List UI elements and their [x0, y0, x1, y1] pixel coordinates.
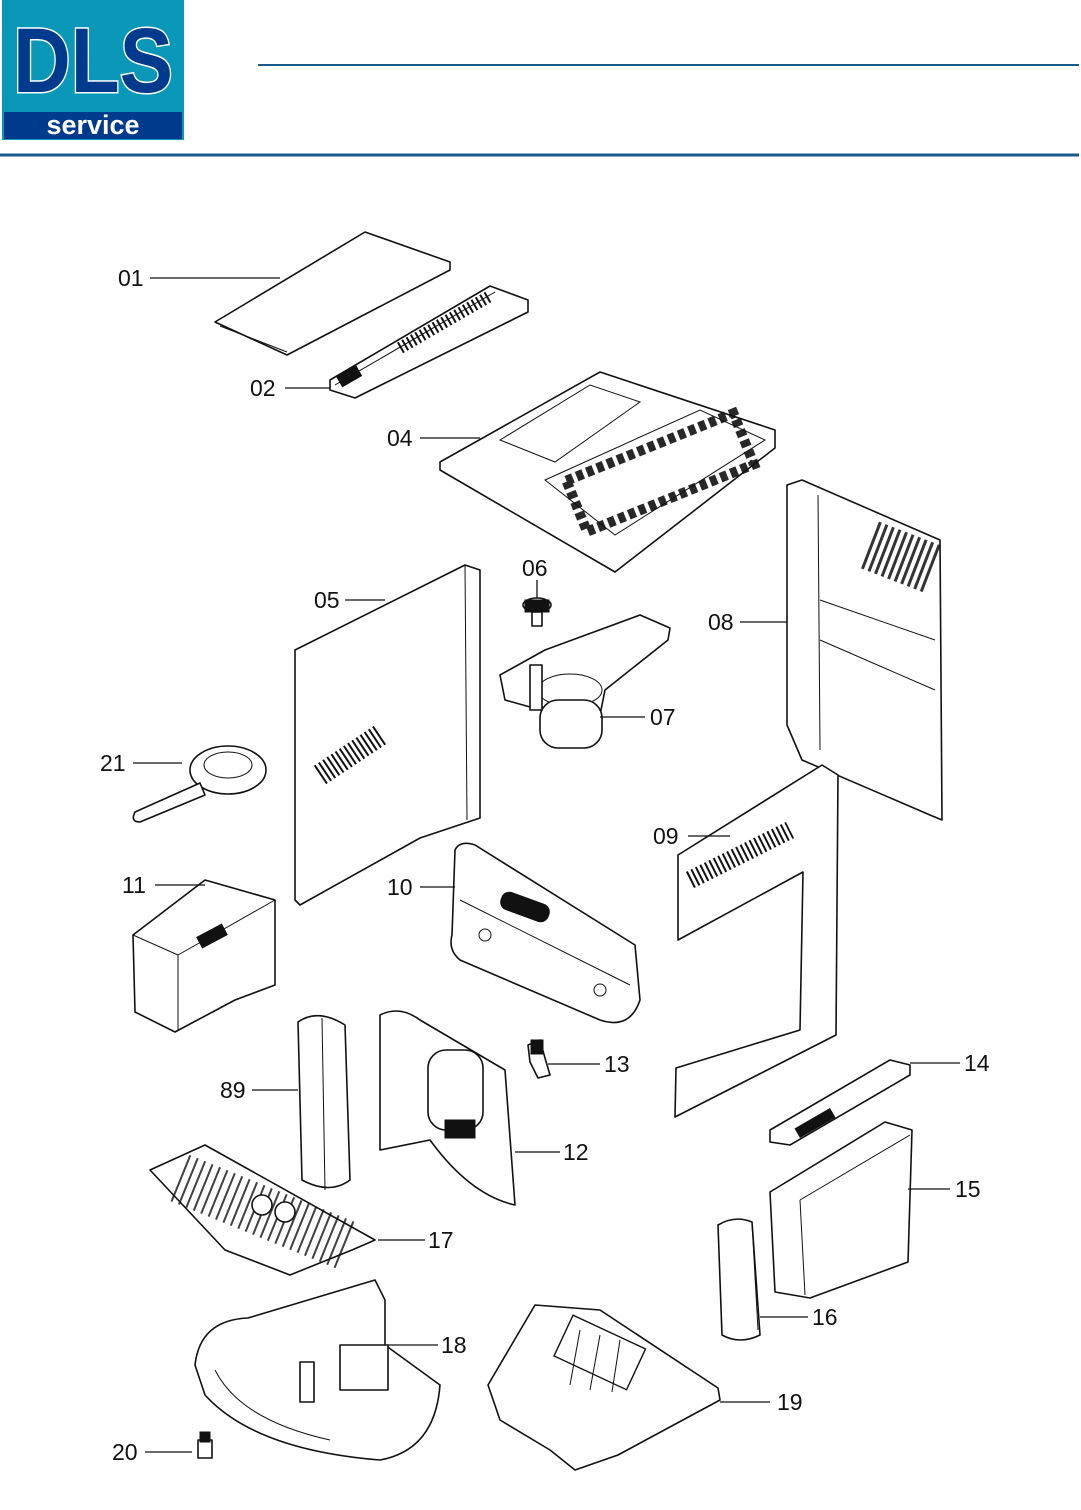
label-18: 18 [441, 1332, 467, 1358]
logo-sub-text: service [46, 110, 139, 140]
label-11: 11 [122, 872, 146, 898]
label-05: 05 [314, 587, 340, 613]
part-12-dispenser [379, 1010, 516, 1206]
label-12: 12 [563, 1139, 589, 1165]
label-20: 20 [112, 1439, 138, 1465]
part-17-drip-grid [149, 1144, 376, 1276]
part-13-small-lever [527, 1039, 551, 1079]
part-89-side-strip [297, 1014, 351, 1191]
label-89: 89 [220, 1077, 246, 1103]
label-06: 06 [522, 555, 548, 581]
part-06-knob [522, 597, 552, 627]
label-21: 21 [100, 750, 126, 776]
part-15-water-tank [769, 1121, 913, 1299]
label-19: 19 [777, 1389, 803, 1415]
leader-lines [133, 277, 960, 1453]
label-10: 10 [387, 874, 413, 900]
part-18-drip-tray [194, 1279, 441, 1461]
label-17: 17 [428, 1227, 454, 1253]
part-labels: 01 02 04 05 06 07 08 09 10 11 12 13 14 1… [100, 265, 990, 1465]
part-10-control-panel [450, 842, 641, 1024]
label-07: 07 [650, 704, 676, 730]
part-09-right-panel [674, 764, 839, 1118]
part-21-measuring-scoop [132, 745, 267, 823]
part-05-left-panel [294, 564, 481, 906]
part-19-base-plate [487, 1304, 721, 1471]
label-02: 02 [250, 375, 276, 401]
label-08: 08 [708, 609, 734, 635]
part-08-rear-panel [786, 479, 944, 821]
part-20-foot [197, 1431, 213, 1459]
label-01: 01 [118, 265, 144, 291]
part-01-cover-lid [214, 231, 451, 356]
label-04: 04 [387, 425, 413, 451]
label-14: 14 [964, 1050, 990, 1076]
part-07-bean-container [499, 614, 671, 749]
label-15: 15 [955, 1176, 981, 1202]
label-16: 16 [812, 1304, 838, 1330]
logo-main-text: DLS [13, 10, 173, 112]
part-02-cup-tray-insert [329, 285, 529, 399]
part-04-top-frame [439, 371, 776, 573]
dls-service-logo: DLS service [2, 0, 184, 140]
part-11-grounds-container [132, 879, 276, 1033]
part-14-tank-lid [769, 1059, 911, 1146]
label-13: 13 [604, 1051, 630, 1077]
part-16-tank-side-cover [717, 1218, 761, 1341]
label-09: 09 [653, 823, 679, 849]
